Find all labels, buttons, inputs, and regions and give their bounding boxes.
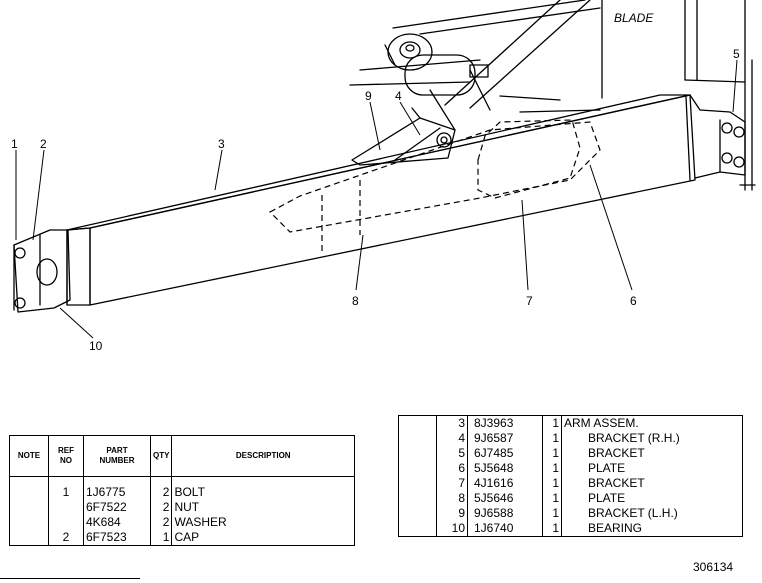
bracket-7-hidden: [477, 119, 581, 199]
ref-cell: [48, 515, 84, 530]
parts-table-right: 3 8J3963 1 ARM ASSEM. 4 9J6587 1 BRACKET…: [398, 415, 743, 537]
callout-7: 7: [526, 294, 533, 308]
qty-cell: 1: [542, 491, 562, 506]
exploded-arm-assembly-diagram: BLADE 1 2 3 9 4 5 6 7 8 10: [11, 0, 756, 353]
blade-label: BLADE: [614, 11, 654, 25]
part-number-cell: 1J6775: [83, 476, 151, 500]
qty-cell: 1: [542, 506, 562, 521]
table-row: 4K684 2 WASHER: [9, 515, 355, 530]
header-description: DESCRIPTION: [171, 435, 355, 477]
qty-cell: 2: [150, 476, 173, 500]
part-number-cell: 6F7522: [83, 500, 151, 515]
ref-cell: 6: [436, 461, 468, 476]
callout-4: 4: [395, 89, 402, 103]
description-cell: BRACKET (R.H.): [588, 431, 680, 445]
table-row: 8 5J5646 1 PLATE: [398, 491, 743, 506]
description-cell: NUT: [174, 500, 200, 514]
description-cell: BRACKET: [588, 476, 645, 490]
end-bracket-right: [689, 94, 746, 179]
part-number-cell: 5J5648: [467, 461, 543, 476]
end-cap-left: [13, 229, 71, 313]
header-qty: QTY: [150, 435, 173, 477]
table-row: 9 9J6588 1 BRACKET (L.H.): [398, 506, 743, 521]
hydraulic-cylinder: [384, 0, 591, 131]
ref-cell: 10: [436, 521, 468, 537]
description-cell: BEARING: [588, 521, 643, 535]
callout-5: 5: [733, 47, 740, 61]
callout-8: 8: [352, 294, 359, 308]
bottom-rule: [0, 578, 140, 579]
ref-cell: 8: [436, 491, 468, 506]
table-row: 7 4J1616 1 BRACKET: [398, 476, 743, 491]
ref-cell: 5: [436, 446, 468, 461]
qty-cell: 1: [542, 446, 562, 461]
description-cell: WASHER: [174, 515, 227, 529]
table-row: 6F7522 2 NUT: [9, 500, 355, 515]
qty-cell: 1: [542, 476, 562, 491]
description-cell: CAP: [174, 530, 200, 544]
description-cell: BRACKET: [588, 446, 645, 460]
qty-cell: 1: [542, 415, 562, 431]
part-number-cell: 6F7523: [83, 530, 151, 546]
ref-cell: 1: [48, 476, 84, 500]
qty-cell: 1: [542, 431, 562, 446]
qty-cell: 2: [150, 515, 173, 530]
part-number-cell: 4J1616: [467, 476, 543, 491]
part-number-cell: 6J7485: [467, 446, 543, 461]
table-row: 4 9J6587 1 BRACKET (R.H.): [398, 431, 743, 446]
description-cell: ARM ASSEM.: [564, 416, 639, 430]
callout-6: 6: [630, 294, 637, 308]
part-number-cell: 4K684: [83, 515, 151, 530]
plate-6-hidden: [269, 121, 601, 233]
ref-cell: 3: [436, 415, 468, 431]
ref-cell: 2: [48, 530, 84, 546]
ref-cell: 4: [436, 431, 468, 446]
callout-10: 10: [89, 339, 103, 353]
description-cell: BOLT: [174, 485, 205, 499]
qty-cell: 1: [542, 521, 562, 537]
description-cell: BRACKET (L.H.): [588, 506, 678, 520]
table-row: 1 1J6775 2 BOLT: [9, 476, 355, 500]
ref-cell: [48, 500, 84, 515]
upper-bracket: [351, 107, 456, 166]
part-number-cell: 1J6740: [467, 521, 543, 537]
part-number-cell: 9J6587: [467, 431, 543, 446]
callout-3: 3: [218, 137, 225, 151]
description-cell: PLATE: [588, 461, 626, 475]
table-row: 3 8J3963 1 ARM ASSEM.: [398, 415, 743, 431]
callout-2: 2: [40, 137, 47, 151]
qty-cell: 1: [150, 530, 173, 546]
qty-cell: 2: [150, 500, 173, 515]
table-row: 5 6J7485 1 BRACKET: [398, 446, 743, 461]
part-number-cell: 8J3963: [467, 415, 543, 431]
header-note: NOTE: [9, 435, 49, 477]
blade-frame: [349, 0, 756, 191]
part-number-cell: 5J5646: [467, 491, 543, 506]
description-cell: PLATE: [588, 491, 626, 505]
table-row: 10 1J6740 1 BEARING: [398, 521, 743, 537]
callout-9: 9: [365, 89, 372, 103]
ref-cell: 7: [436, 476, 468, 491]
qty-cell: 1: [542, 461, 562, 476]
ref-cell: 9: [436, 506, 468, 521]
part-number-cell: 9J6588: [467, 506, 543, 521]
callout-1: 1: [11, 137, 18, 151]
table-row: 6 5J5648 1 PLATE: [398, 461, 743, 476]
table-row: 2 6F7523 1 CAP: [9, 530, 355, 546]
arm-body: [66, 94, 696, 306]
figure-number: 306134: [693, 560, 734, 574]
